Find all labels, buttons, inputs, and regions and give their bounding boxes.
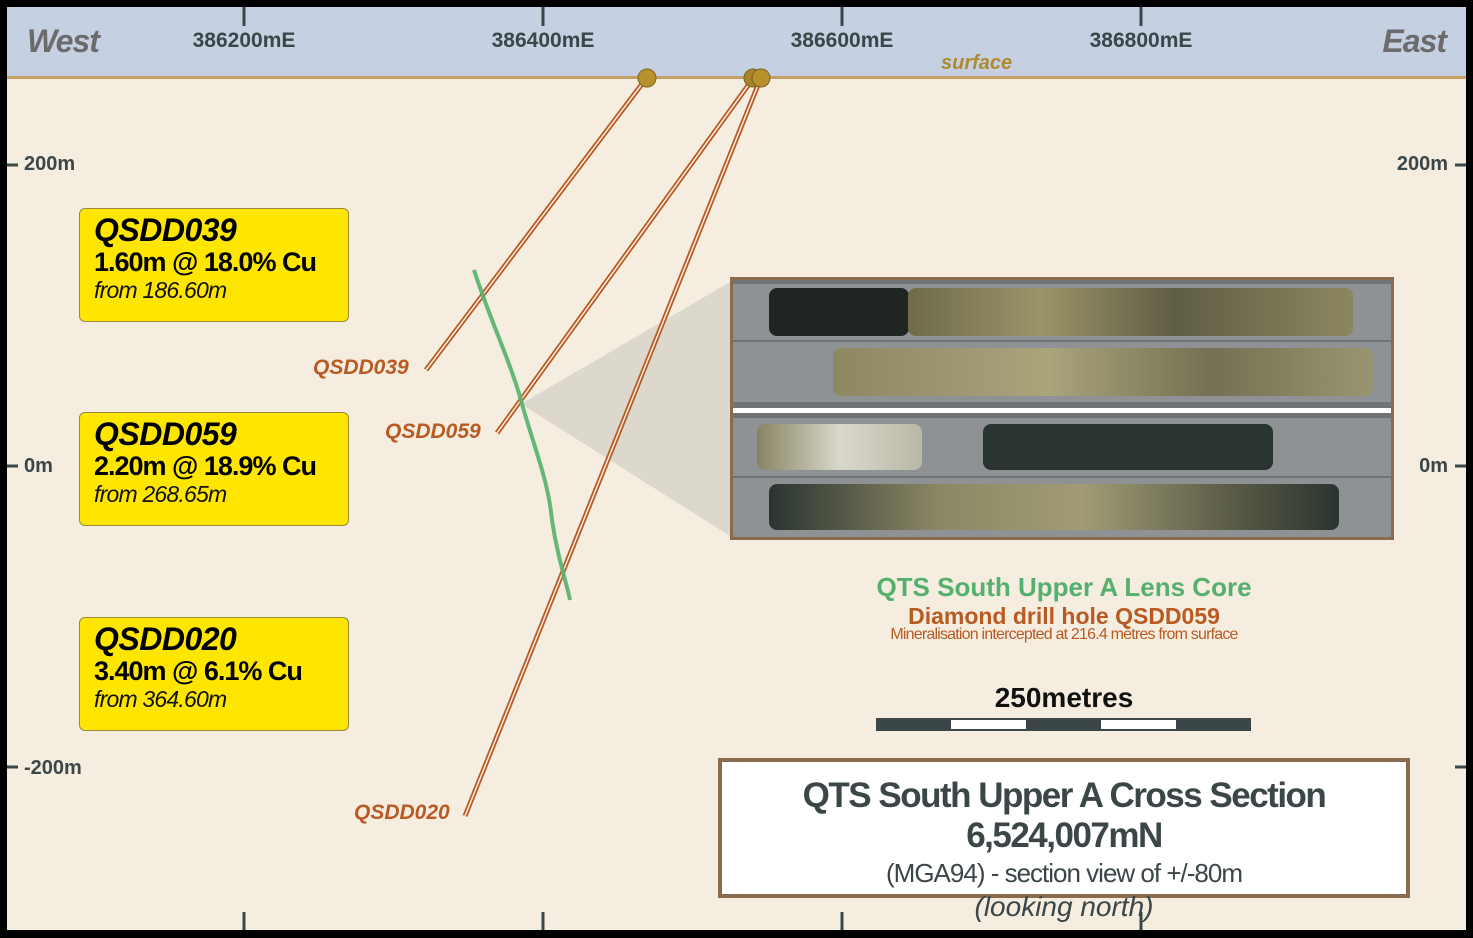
core-tray-row xyxy=(733,418,1391,476)
intercept-hole-id: QSDD020 xyxy=(94,621,237,657)
core-tray-row xyxy=(733,284,1391,340)
west-label: West xyxy=(27,23,100,59)
axis-ticks xyxy=(7,7,1466,930)
scale-segment xyxy=(1176,718,1251,731)
intercept-from: from 268.65m xyxy=(94,481,227,507)
scale-segment xyxy=(951,718,1026,731)
surface-label: surface xyxy=(941,52,1013,74)
scale-label: 250metres xyxy=(994,682,1134,713)
core-photo-title: QTS South Upper A Lens Core xyxy=(876,572,1252,602)
intercept-box-qsdd059: QSDD059 2.20m @ 18.9% Cu from 268.65m xyxy=(79,412,349,526)
drill-traces xyxy=(424,78,763,817)
intercept-box-qsdd020: QSDD020 3.40m @ 6.1% Cu from 364.60m xyxy=(79,617,349,731)
section-view-direction: (looking north) xyxy=(974,891,1154,922)
drill-trace-qsdd059 xyxy=(494,78,755,435)
core-segment xyxy=(983,424,1273,470)
east-label: East xyxy=(1382,23,1447,59)
core-segment xyxy=(769,288,909,336)
scale-segment xyxy=(1026,718,1101,731)
easting-tick-label: 386400mE xyxy=(491,29,595,52)
collar-marker xyxy=(751,68,771,88)
hole-label-qsdd059: QSDD059 xyxy=(385,420,481,443)
scale-segment xyxy=(876,718,951,731)
rl-label-left: -200m xyxy=(24,757,82,779)
drill-trace-qsdd039 xyxy=(424,78,647,372)
scale-bar xyxy=(876,718,1251,731)
core-tray-photo xyxy=(730,277,1394,540)
drill-trace-qsdd020 xyxy=(462,79,763,817)
core-segment xyxy=(769,484,1339,530)
intercept-box-qsdd039: QSDD039 1.60m @ 18.0% Cu from 186.60m xyxy=(79,208,349,322)
intercept-result: 1.60m @ 18.0% Cu xyxy=(94,247,317,277)
rl-label-left: 200m xyxy=(24,153,76,175)
mineralised-lens xyxy=(472,269,572,601)
collars xyxy=(637,68,771,88)
hole-label-qsdd020: QSDD020 xyxy=(354,801,450,824)
sky-band xyxy=(7,7,1466,79)
core-tray-row xyxy=(733,478,1391,537)
intercept-result: 2.20m @ 18.9% Cu xyxy=(94,451,317,481)
collar-marker xyxy=(637,68,657,88)
core-tray-row xyxy=(733,342,1391,402)
intercept-hole-id: QSDD059 xyxy=(94,416,237,452)
photo-divider xyxy=(733,408,1391,413)
intercept-hole-id: QSDD039 xyxy=(94,212,237,248)
rl-label-right: 200m xyxy=(1396,153,1448,175)
rl-label-right: 0m xyxy=(1419,455,1448,477)
section-title: QTS South Upper A Cross Section 6,524,00… xyxy=(802,776,1327,855)
hole-label-qsdd039: QSDD039 xyxy=(313,356,409,379)
easting-tick-label: 386600mE xyxy=(790,29,894,52)
core-photo-note: Mineralisation intercepted at 216.4 metr… xyxy=(890,626,1238,643)
section-frame: West East 386200mE 386400mE 386600mE 386… xyxy=(7,7,1466,930)
core-segment xyxy=(908,288,1353,336)
core-segment xyxy=(833,348,1373,396)
intercept-result: 3.40m @ 6.1% Cu xyxy=(94,656,303,686)
rl-label-left: 0m xyxy=(24,455,53,477)
section-title-box: QTS South Upper A Cross Section 6,524,00… xyxy=(718,758,1410,922)
easting-tick-label: 386800mE xyxy=(1089,29,1193,52)
core-photo-subtitle: Diamond drill hole QSDD059 xyxy=(908,603,1220,629)
scale-segment xyxy=(1101,718,1176,731)
core-segment xyxy=(757,424,922,470)
intercept-from: from 186.60m xyxy=(94,277,227,303)
section-projection: (MGA94) - section view of +/-80m xyxy=(886,858,1243,888)
intercept-from: from 364.60m xyxy=(94,686,227,712)
easting-tick-label: 386200mE xyxy=(192,29,296,52)
